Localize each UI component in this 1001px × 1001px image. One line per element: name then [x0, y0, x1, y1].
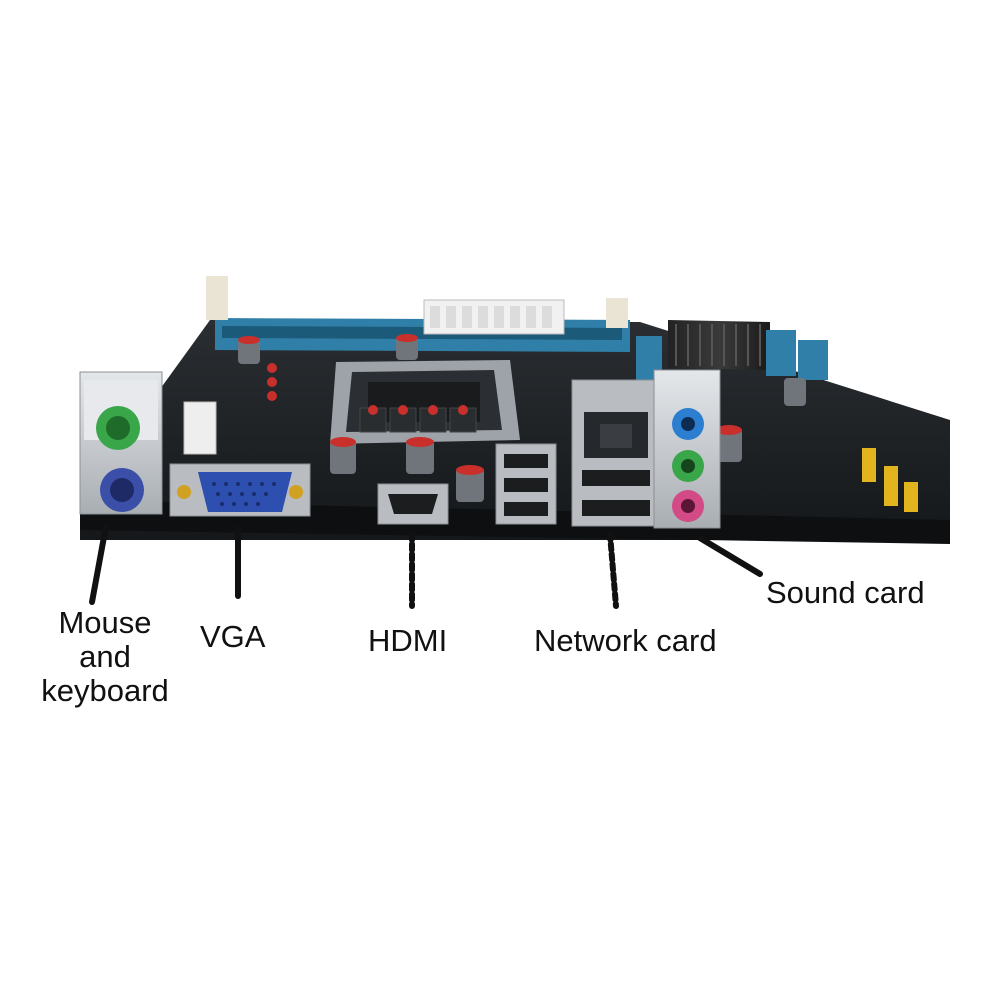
usb-port-icon: [495, 443, 557, 525]
atx-power-connector: [423, 299, 565, 335]
sata-ports: [636, 330, 828, 382]
label-hdmi: HDMI: [368, 623, 448, 658]
front-panel-headers: [862, 448, 918, 512]
ps2-mouse-port-icon: [96, 406, 140, 450]
audio-jack-icon: [653, 369, 721, 529]
leader-line-network: [607, 531, 619, 609]
leader-line-mouse: [89, 523, 109, 605]
label-vga: VGA: [200, 619, 266, 654]
capacitors: [238, 334, 806, 502]
cpu-power-connector: [183, 401, 217, 455]
chipset-heatsink: [668, 320, 770, 370]
hdmi-port-icon: [377, 483, 449, 525]
rj45-port-icon: [571, 379, 661, 527]
leader-line-sound: [697, 535, 763, 577]
label-mouse-keyboard: Mouse and keyboard: [41, 605, 169, 708]
ps2-keyboard-port-icon: [100, 468, 144, 512]
label-network-card: Network card: [534, 623, 717, 658]
label-sound-card: Sound card: [766, 575, 925, 610]
leader-lines: [89, 523, 763, 609]
vga-port-icon: [169, 463, 311, 517]
ps2-bracket: [79, 371, 163, 515]
